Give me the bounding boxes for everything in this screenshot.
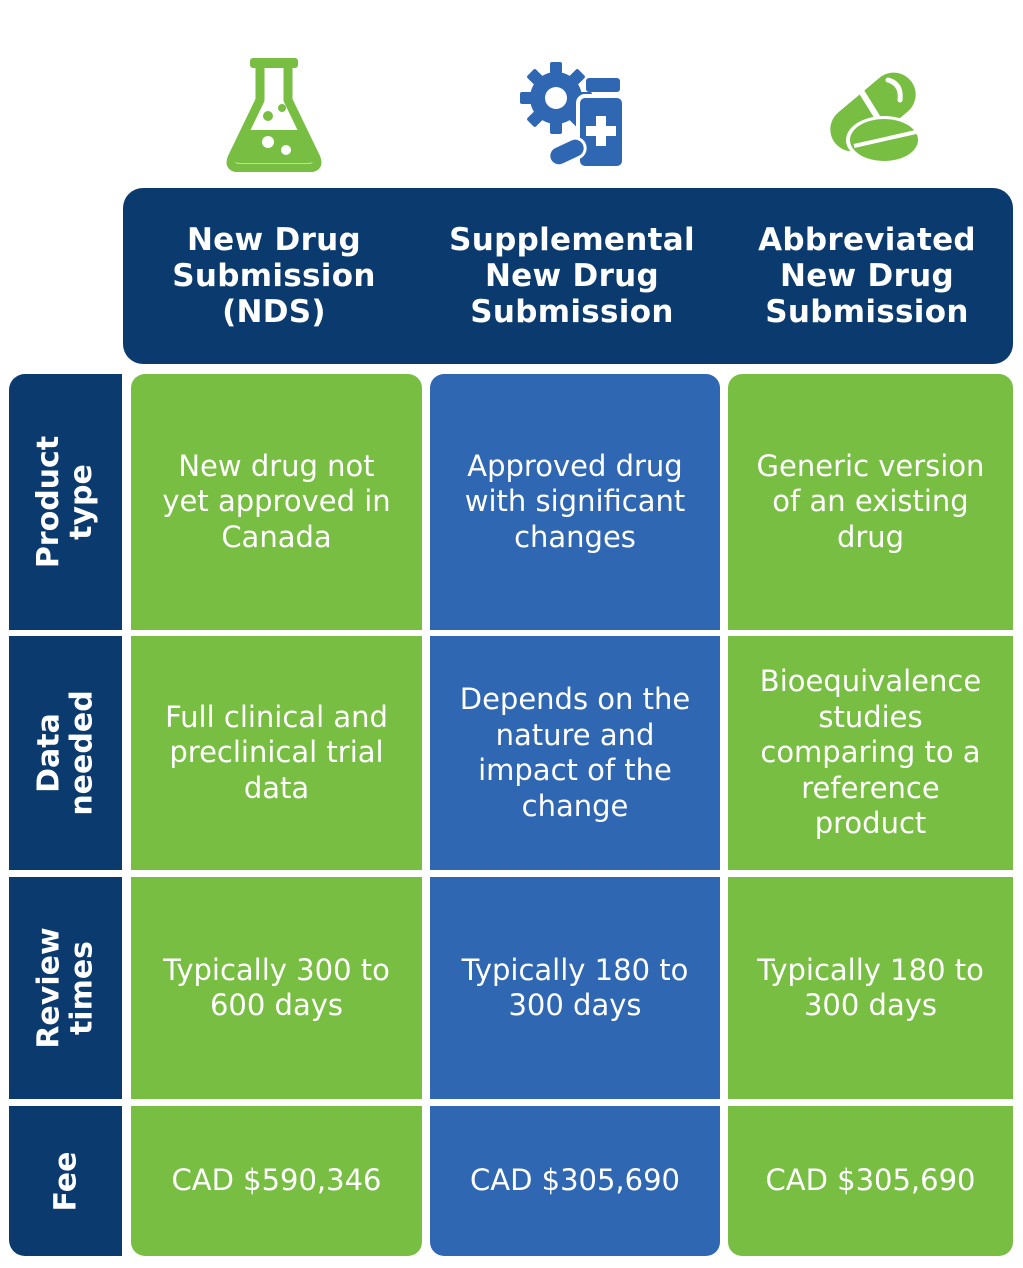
table-cell: New drug not yet approved in Canada [131,374,422,630]
row-label-text: Review times [31,927,100,1049]
table-cell: Generic version of an existing drug [728,374,1013,630]
row-label-data-needed: Data needed [9,636,122,870]
table-cell: Approved drug with significant changes [430,374,720,630]
table-cell: Full clinical and preclinical trial data [131,636,422,870]
column-header-nds: New Drug Submission (NDS) [172,222,376,330]
table-cell: CAD $305,690 [728,1106,1013,1256]
gear-medicine-bottle-icon [520,62,626,170]
flask-icon [226,58,322,172]
table-cell: Depends on the nature and impact of the … [430,636,720,870]
row-label-review-times: Review times [9,877,122,1099]
row-label-product-type: Product type [9,374,122,630]
row-label-fee: Fee [9,1106,122,1256]
header-bar: New Drug Submission (NDS) Supplemental N… [123,188,1013,364]
pills-icon [830,72,922,164]
table-cell: CAD $305,690 [430,1106,720,1256]
table-cell: Typically 180 to 300 days [430,877,720,1099]
row-label-text: Fee [47,1151,83,1211]
column-header-ands: Abbreviated New Drug Submission [758,222,976,330]
table-cell: CAD $590,346 [131,1106,422,1256]
table-cell: Bioequivalence studies comparing to a re… [728,636,1013,870]
column-header-snds: Supplemental New Drug Submission [449,222,695,330]
table-cell: Typically 300 to 600 days [131,877,422,1099]
row-label-text: Product type [31,435,100,569]
table-cell: Typically 180 to 300 days [728,877,1013,1099]
row-label-text: Data needed [31,690,100,816]
